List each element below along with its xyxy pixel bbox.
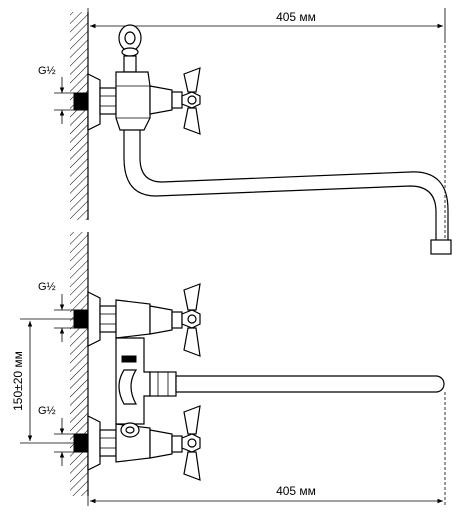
bottom-view: G½ G½ 150±20 мм [11,232,446,506]
lower-thread-label: G½ [38,405,56,417]
wall-bottom [70,232,89,496]
bottom-length-label: 405 мм [276,484,316,498]
bottom-diverter-knob [120,422,140,438]
top-diverter-knob [118,24,142,73]
top-cartridge [149,85,173,115]
top-spout-tip [430,239,452,255]
top-thread-label: G½ [38,65,56,77]
upper-cartridge [149,305,173,335]
lower-cross-handle [181,405,201,481]
top-nut [99,87,117,115]
bottom-length-dimension: 405 мм [87,392,446,506]
top-view: 405 мм G½ [38,8,452,255]
lower-flange [87,415,101,471]
top-valve-body [115,71,151,131]
lower-thread-marker: G½ [38,405,89,466]
upper-thread-label: G½ [38,281,56,293]
upper-nut [99,305,117,333]
top-cross-handle [181,67,201,135]
spout-nut [149,371,177,397]
upper-valve-body [115,299,151,339]
top-flange [87,73,101,131]
top-spout [123,130,437,240]
wall-top [70,12,89,220]
lower-nut [99,429,117,457]
top-length-label: 405 мм [276,10,316,24]
bottom-spout [175,375,445,393]
lower-cartridge [149,429,173,459]
upper-cross-handle [181,283,201,357]
spacing-label: 150±20 мм [11,351,25,411]
top-thread-marker: G½ [38,65,89,124]
spacing-dimension: 150±20 мм [11,318,78,444]
top-length-dimension: 405 мм [87,8,446,246]
upper-flange [87,291,101,347]
